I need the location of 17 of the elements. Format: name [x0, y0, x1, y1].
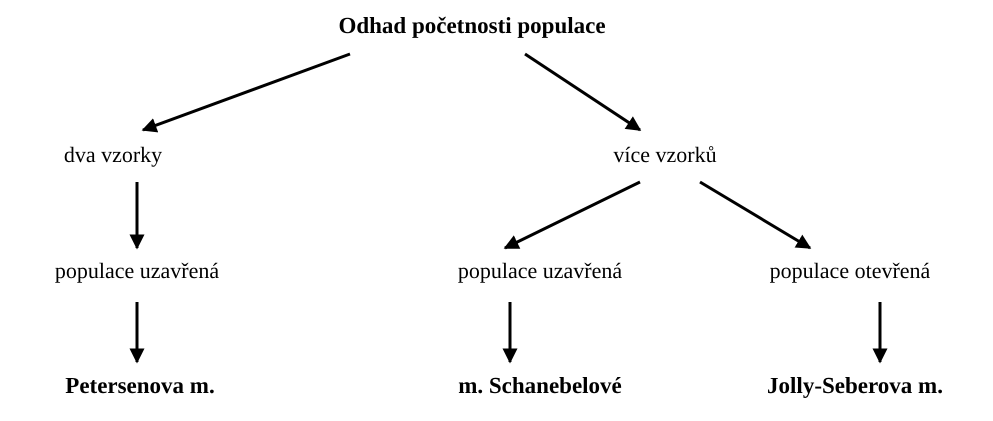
node-label: více vzorků	[613, 142, 717, 168]
arrow	[130, 182, 144, 250]
arrow	[872, 302, 888, 364]
node-label: populace uzavřená	[458, 258, 622, 284]
heading-label: m. Schanebelové	[458, 372, 622, 400]
arrow	[142, 52, 351, 132]
heading-label: Odhad početnosti populace	[338, 12, 606, 40]
arrow	[130, 302, 144, 364]
arrow	[502, 302, 518, 364]
node-label: populace otevřená	[770, 258, 930, 284]
arrow	[504, 180, 641, 250]
node-label: populace uzavřená	[54, 258, 220, 284]
heading-label: Jolly-Seberova m.	[767, 372, 943, 400]
heading-label: Petersenova m.	[65, 372, 215, 400]
arrow	[524, 52, 642, 132]
arrow	[699, 180, 812, 250]
node-label: dva vzorky	[64, 142, 162, 168]
